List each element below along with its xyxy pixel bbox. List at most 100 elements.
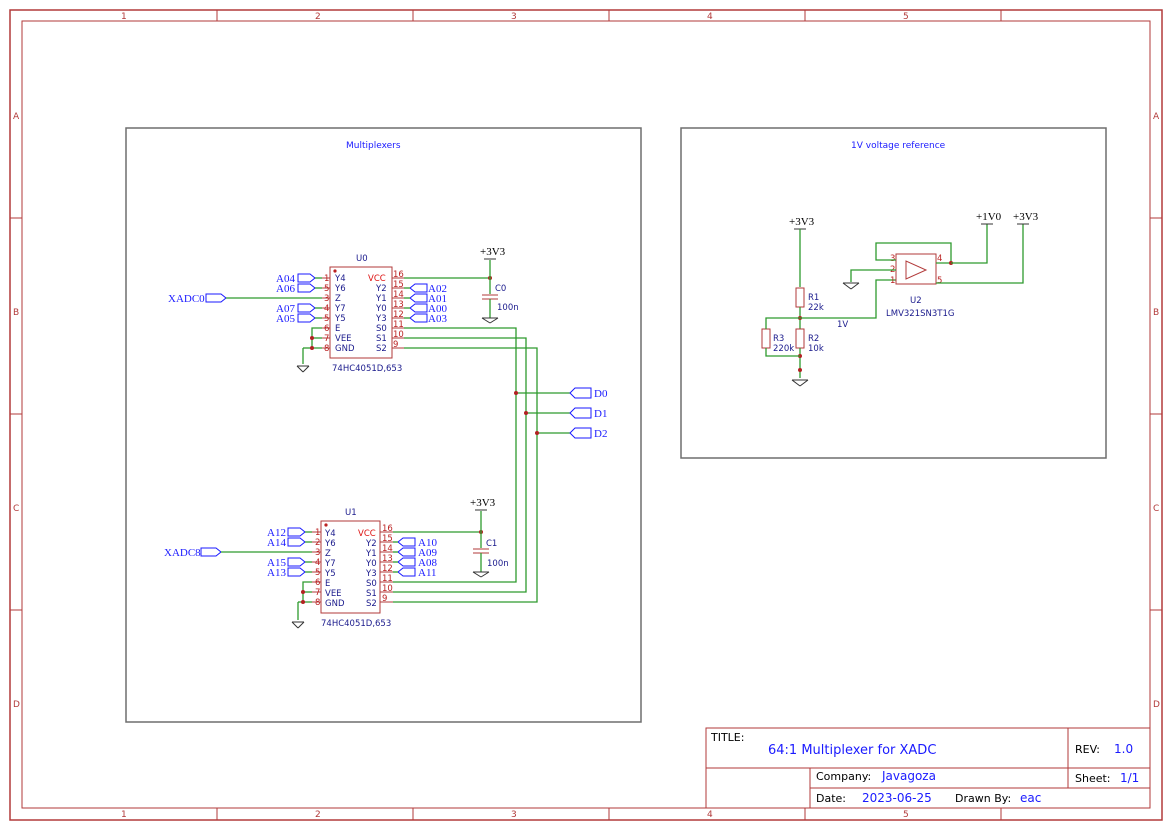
sheet-outer-border <box>9 9 1163 821</box>
node-label-1v: 1V <box>837 320 848 330</box>
svg-text:Y2: Y2 <box>375 284 387 294</box>
svg-text:1: 1 <box>315 528 320 538</box>
zone-row-a-left: A <box>13 112 20 122</box>
vref-circuit: +3V3 R1 22k R2 10k R3 220k 1V <box>761 211 1039 387</box>
u1-ref: U1 <box>345 508 357 518</box>
svg-text:C1: C1 <box>486 539 497 549</box>
net-label-xadc8: XADC8 <box>164 547 201 559</box>
net-label-a13: A13 <box>267 567 286 579</box>
u1-part-number: 74HC4051D,653 <box>321 619 391 629</box>
net-label-a04: A04 <box>276 273 295 285</box>
net-label-a14: A14 <box>267 537 286 549</box>
svg-text:15: 15 <box>393 280 404 290</box>
svg-text:VEE: VEE <box>335 334 352 344</box>
svg-text:13: 13 <box>393 300 404 310</box>
select-bus-wires <box>393 327 570 603</box>
ground-icon <box>296 365 310 373</box>
svg-text:15: 15 <box>382 534 393 544</box>
net-label-a15: A15 <box>267 557 286 569</box>
svg-text:GND: GND <box>335 344 355 354</box>
svg-text:1: 1 <box>890 276 895 286</box>
svg-text:GND: GND <box>325 599 345 609</box>
svg-text:9: 9 <box>382 594 387 604</box>
svg-text:Y1: Y1 <box>365 549 377 559</box>
zone-row-b-right: B <box>1153 308 1159 318</box>
svg-text:Y4: Y4 <box>324 529 336 539</box>
svg-text:VEE: VEE <box>325 589 342 599</box>
c1-capacitor[interactable]: +3V3 C1 100n <box>470 497 509 578</box>
net-label-a12: A12 <box>267 527 286 539</box>
svg-text:S1: S1 <box>376 334 387 344</box>
revision-value: 1.0 <box>1114 742 1133 756</box>
zone-col-5-bottom: 5 <box>903 810 909 820</box>
zone-labels-right: A B C D <box>1153 112 1160 710</box>
svg-text:7: 7 <box>315 588 320 598</box>
svg-text:4: 4 <box>937 254 942 264</box>
r3-resistor[interactable]: R3 220k <box>761 328 794 354</box>
net-label-xadc0: XADC0 <box>168 293 205 305</box>
company-label: Company: <box>816 770 871 783</box>
svg-text:3: 3 <box>890 254 895 264</box>
svg-text:5: 5 <box>937 276 942 286</box>
title-block: TITLE: 64:1 Multiplexer for XADC REV: 1.… <box>705 727 1151 809</box>
svg-text:Y5: Y5 <box>324 569 336 579</box>
u0-left-ports: A04 A06 XADC0 A07 A05 <box>168 273 322 364</box>
date-value: 2023-06-25 <box>862 791 932 805</box>
svg-text:12: 12 <box>382 564 393 574</box>
zone-col-1-top: 1 <box>121 12 127 22</box>
date-label: Date: <box>816 792 846 805</box>
net-label-a11: A11 <box>418 567 437 579</box>
net-label-a08: A08 <box>418 557 437 569</box>
svg-text:Y6: Y6 <box>324 539 336 549</box>
svg-text:5: 5 <box>315 568 320 578</box>
zone-row-c-left: C <box>13 504 19 514</box>
net-label-a02: A02 <box>428 283 447 295</box>
zone-row-a-right: A <box>1153 112 1160 122</box>
c0-capacitor[interactable]: +3V3 C0 100n <box>480 246 519 324</box>
zone-row-d-right: D <box>1153 700 1160 710</box>
svg-text:10: 10 <box>393 330 404 340</box>
svg-text:8: 8 <box>315 598 320 608</box>
net-label-a10: A10 <box>418 537 437 549</box>
svg-text:C0: C0 <box>495 284 506 294</box>
svg-text:Y4: Y4 <box>334 274 346 284</box>
svg-text:11: 11 <box>393 320 404 330</box>
svg-text:16: 16 <box>382 524 393 534</box>
drawing-title: 64:1 Multiplexer for XADC <box>768 743 936 758</box>
pwr-label-c0: +3V3 <box>480 246 506 258</box>
svg-text:4: 4 <box>324 304 329 314</box>
svg-text:220k: 220k <box>773 344 794 354</box>
rev-label: REV: <box>1075 743 1100 756</box>
svg-text:Y3: Y3 <box>375 314 387 324</box>
zone-col-3-bottom: 3 <box>511 810 517 820</box>
svg-text:U2: U2 <box>910 296 922 306</box>
multiplexers-box <box>125 127 642 723</box>
svg-text:S0: S0 <box>366 579 377 589</box>
svg-text:S0: S0 <box>376 324 387 334</box>
svg-text:6: 6 <box>315 578 320 588</box>
net-label-a05: A05 <box>276 313 295 325</box>
svg-text:10k: 10k <box>808 344 824 354</box>
svg-text:Z: Z <box>335 294 341 304</box>
svg-text:R1: R1 <box>808 293 819 303</box>
u1-left-ports: A12 A14 XADC8 A15 A13 <box>164 527 312 620</box>
title-label: TITLE: <box>710 731 744 744</box>
svg-text:S2: S2 <box>366 599 377 609</box>
svg-text:9: 9 <box>393 340 398 350</box>
company-value: Javagoza <box>881 769 936 783</box>
svg-text:Y0: Y0 <box>365 559 377 569</box>
u0-part-number: 74HC4051D,653 <box>332 364 402 374</box>
net-label-a06: A06 <box>276 283 295 295</box>
svg-text:100n: 100n <box>497 303 519 313</box>
u2-opamp[interactable]: 3 2 1 4 5 U2 LMV321SN3T1G <box>886 253 954 319</box>
svg-text:LMV321SN3T1G: LMV321SN3T1G <box>886 309 954 319</box>
svg-text:Z: Z <box>325 549 331 559</box>
svg-text:13: 13 <box>382 554 393 564</box>
net-label-d0: D0 <box>594 388 608 400</box>
zone-labels-left: A B C D <box>13 112 20 710</box>
